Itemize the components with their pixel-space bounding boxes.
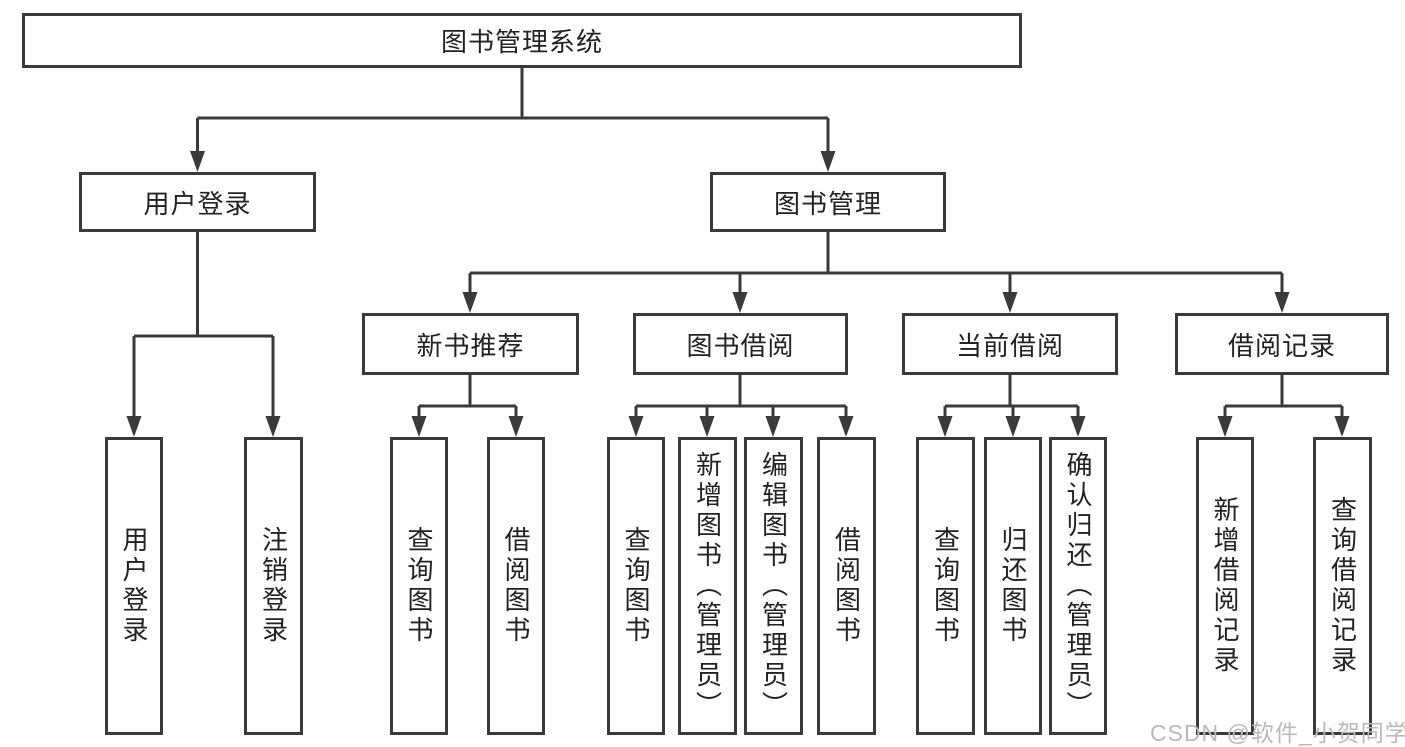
node-label: 图书管理 — [773, 188, 882, 219]
node-new-book-recommendation: 新书推荐 — [362, 313, 579, 375]
node-edit-books-admin: 编辑图书（管理员） — [744, 437, 803, 735]
node-book-borrowing: 图书借阅 — [633, 313, 848, 375]
node-return-books: 归还图书 — [984, 437, 1042, 735]
node-label: 新增借阅记录 — [1210, 496, 1240, 676]
node-confirm-return-admin: 确认归还（管理员） — [1049, 437, 1107, 735]
node-label: 借阅图书 — [831, 526, 862, 646]
node-label: 借阅图书 — [501, 526, 531, 646]
node-add-borrowing-record: 新增借阅记录 — [1196, 437, 1254, 735]
node-label: 图书借阅 — [686, 330, 795, 361]
node-user-login: 用户登录 — [79, 172, 316, 232]
node-label: 注销登录 — [258, 526, 289, 646]
node-label: 借阅记录 — [1227, 330, 1336, 361]
node-label: 查询图书 — [930, 526, 961, 646]
node-label: 编辑图书（管理员） — [758, 451, 789, 721]
node-library-management-system: 图书管理系统 — [22, 13, 1022, 68]
node-logout: 注销登录 — [244, 437, 303, 735]
node-book-management: 图书管理 — [710, 172, 946, 232]
node-current-borrowing: 当前借阅 — [902, 313, 1118, 375]
node-label: 查询图书 — [404, 526, 434, 646]
node-add-books-admin: 新增图书（管理员） — [678, 437, 737, 735]
node-user-login-action: 用户登录 — [105, 437, 163, 735]
node-borrowing-records: 借阅记录 — [1175, 313, 1389, 375]
node-label: 图书管理系统 — [440, 27, 603, 57]
node-label: 用户登录 — [143, 188, 252, 219]
node-label: 查询图书 — [621, 526, 651, 646]
node-label: 新书推荐 — [416, 330, 525, 361]
node-query-books-current: 查询图书 — [916, 437, 975, 735]
node-label: 当前借阅 — [955, 330, 1064, 361]
node-borrow-books-borrowing: 借阅图书 — [817, 437, 876, 735]
node-query-books-borrowing: 查询图书 — [607, 437, 665, 735]
node-label: 新增图书（管理员） — [692, 451, 723, 721]
node-label: 归还图书 — [998, 526, 1028, 646]
csdn-watermark: CSDN @软件_小贺同学 — [1150, 720, 1405, 746]
node-label: 用户登录 — [119, 526, 149, 646]
node-query-borrowing-record: 查询借阅记录 — [1313, 437, 1372, 735]
node-label: 确认归还（管理员） — [1063, 451, 1093, 721]
node-query-books-recommendation: 查询图书 — [390, 437, 448, 735]
node-label: 查询借阅记录 — [1327, 496, 1358, 676]
node-borrow-books-recommendation: 借阅图书 — [487, 437, 545, 735]
